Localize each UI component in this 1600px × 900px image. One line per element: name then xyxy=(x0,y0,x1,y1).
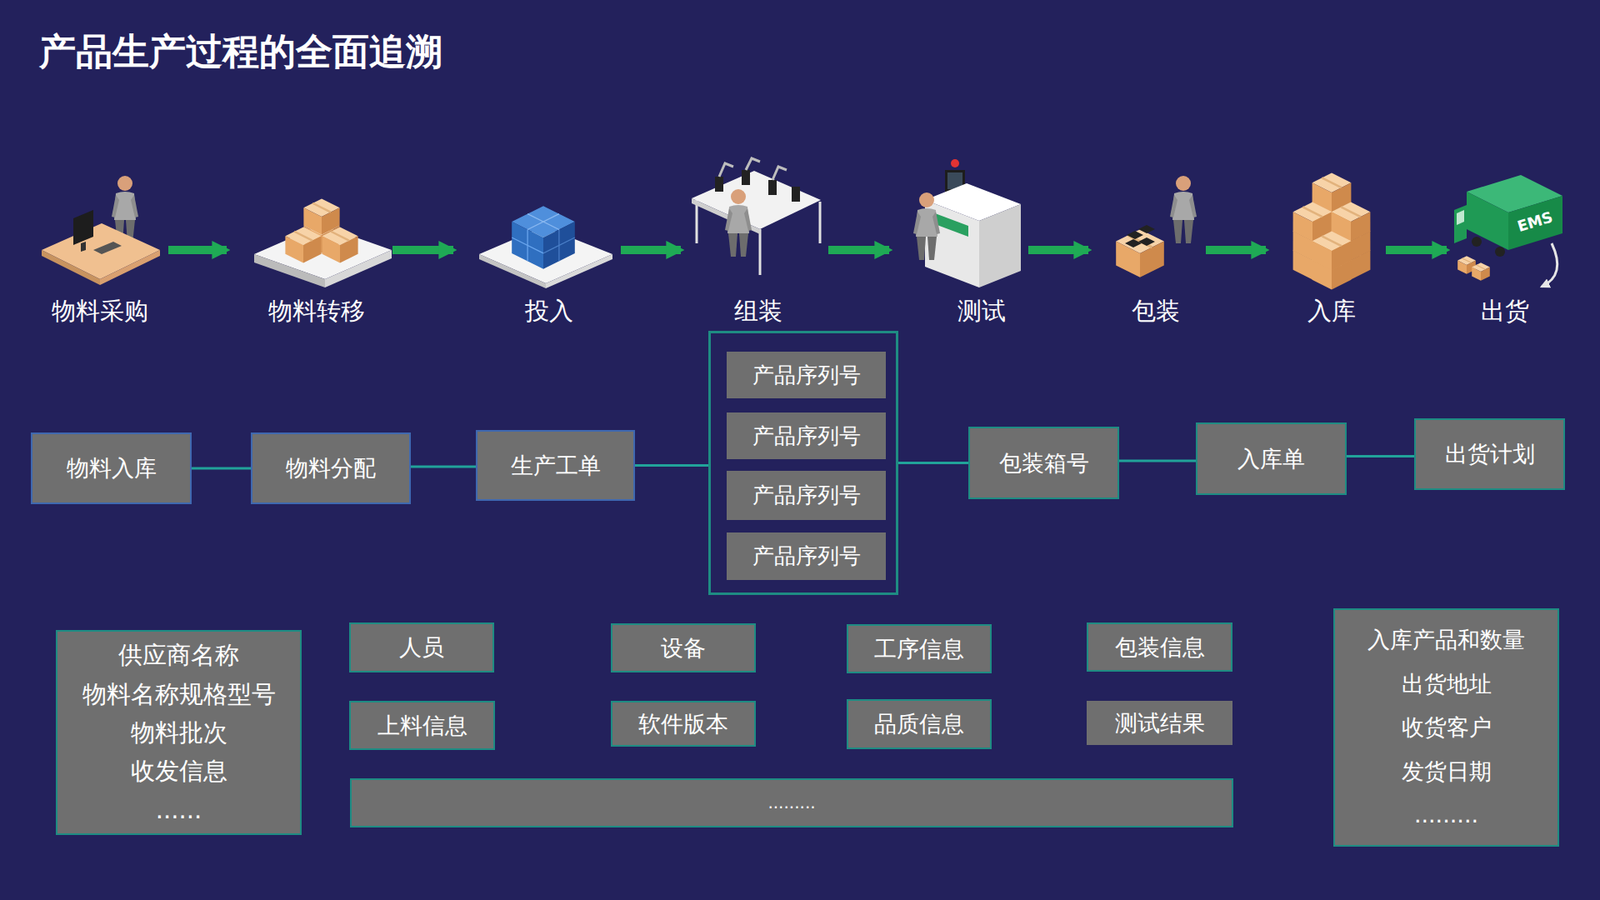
info-box: 出货计划 xyxy=(1414,418,1565,490)
box-text: 品质信息 xyxy=(874,710,965,739)
stage-label: 出货 xyxy=(1480,296,1530,326)
box-text: 生产工单 xyxy=(510,451,601,480)
info-box: 包装信息 xyxy=(1086,622,1233,672)
info-box: 产品序列号 xyxy=(726,470,886,520)
info-box: ......... xyxy=(350,778,1234,828)
info-box: 供应商名称物料名称规格型号物料批次收发信息...... xyxy=(55,630,302,835)
pack-icon xyxy=(1115,175,1197,278)
box-text: 上料信息 xyxy=(377,711,468,740)
box-text: 产品序列号 xyxy=(752,422,861,450)
box-text: 测试结果 xyxy=(1115,709,1205,738)
box-text: 产品序列号 xyxy=(752,361,861,390)
stage-label: 投入 xyxy=(525,296,574,326)
connector xyxy=(191,467,251,470)
info-box: 人员 xyxy=(349,622,495,673)
box-text: 包装信息 xyxy=(1115,633,1205,662)
info-box: 生产工单 xyxy=(475,430,635,501)
purchase-icon xyxy=(41,175,160,285)
input-icon xyxy=(479,205,613,289)
box-text: 人员 xyxy=(399,633,445,662)
test-icon xyxy=(913,159,1021,288)
box-text: 发货日期 xyxy=(1401,757,1492,786)
info-box: 产品序列号 xyxy=(726,351,886,399)
info-box: 工序信息 xyxy=(846,624,992,674)
box-text: 入库单 xyxy=(1237,445,1305,474)
info-box: 设备 xyxy=(610,623,756,673)
ship-icon xyxy=(1454,175,1563,287)
info-box: 包装箱号 xyxy=(968,426,1120,500)
box-text: 出货计划 xyxy=(1445,440,1535,469)
box-text: 入库产品和数量 xyxy=(1367,625,1525,655)
info-box: 入库产品和数量出货地址收货客户发货日期......... xyxy=(1333,608,1560,847)
box-text: 软件版本 xyxy=(638,710,729,739)
stage-label: 物料转移 xyxy=(268,296,365,326)
page-title: 产品生产过程的全面追溯 xyxy=(39,30,443,75)
info-box: 物料分配 xyxy=(250,432,411,505)
box-text: 产品序列号 xyxy=(752,481,861,510)
box-text: 供应商名称 xyxy=(118,640,240,670)
box-text: 包装箱号 xyxy=(999,449,1090,478)
box-text: 物料名称规格型号 xyxy=(82,679,276,710)
box-text: ...... xyxy=(155,795,202,825)
stage-label: 测试 xyxy=(957,296,1006,326)
group-box: 产品序列号产品序列号产品序列号产品序列号 xyxy=(708,330,899,595)
info-box: 物料入库 xyxy=(30,432,192,505)
box-text: 物料入库 xyxy=(66,454,157,483)
info-box: 产品序列号 xyxy=(726,412,886,460)
box-text: 产品序列号 xyxy=(752,542,861,570)
connector xyxy=(1119,460,1196,463)
assembly-icon xyxy=(691,158,821,275)
box-text: 出货地址 xyxy=(1401,670,1492,699)
transfer-icon xyxy=(254,198,392,288)
box-text: 收发信息 xyxy=(130,755,228,786)
box-text: 工序信息 xyxy=(874,635,965,664)
stock-icon xyxy=(1293,173,1371,290)
info-box: 入库单 xyxy=(1195,422,1347,495)
info-box: 上料信息 xyxy=(349,700,495,750)
info-box: 测试结果 xyxy=(1086,700,1233,745)
box-text: 物料批次 xyxy=(130,717,228,748)
info-box: 产品序列号 xyxy=(726,532,886,580)
info-box: 软件版本 xyxy=(610,700,756,747)
stage-label: 物料采购 xyxy=(51,296,149,326)
connector xyxy=(898,461,969,465)
box-text: 设备 xyxy=(660,634,706,663)
stage-label: 入库 xyxy=(1307,296,1356,326)
box-text: ......... xyxy=(767,792,815,814)
stage-label: 组装 xyxy=(734,296,783,326)
box-text: 物料分配 xyxy=(285,454,376,483)
connector xyxy=(635,464,709,467)
box-text: 收货客户 xyxy=(1401,713,1492,742)
box-text: ......... xyxy=(1414,800,1479,830)
info-box: 品质信息 xyxy=(846,699,992,750)
stage-label: 包装 xyxy=(1131,296,1180,326)
connector xyxy=(410,465,476,469)
connector xyxy=(1346,455,1415,458)
